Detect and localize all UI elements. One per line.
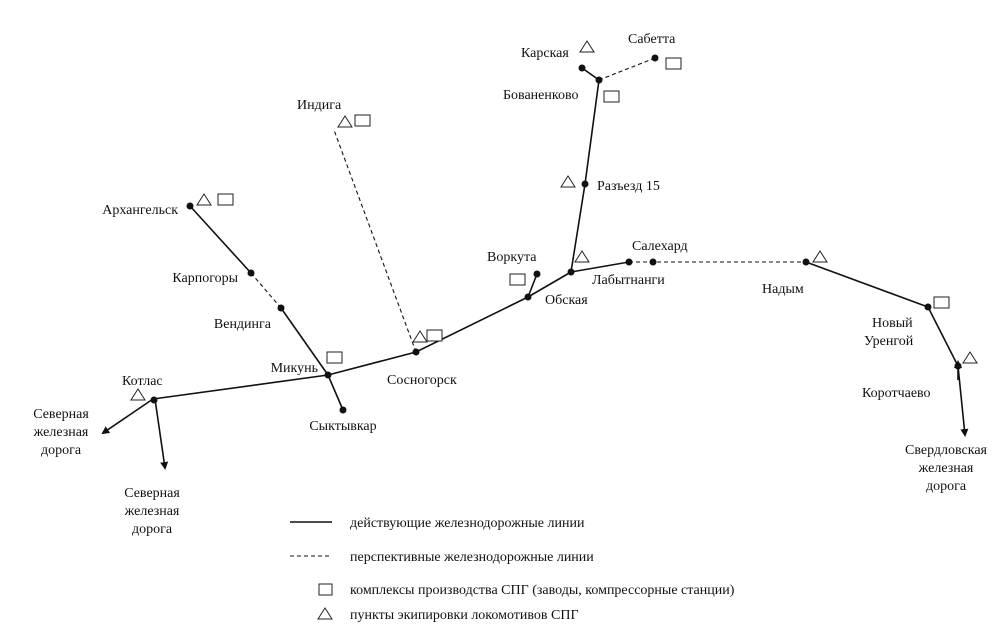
label-kotlas: Котлас	[122, 374, 163, 389]
square-icon	[318, 583, 333, 596]
label-sosnogorsk: Сосногорск	[387, 373, 457, 388]
line-vorkuta-branch	[527, 273, 538, 298]
label-syktyvkar: Сыктывкар	[309, 419, 376, 434]
node-sosnogorsk	[412, 348, 420, 356]
label-north-west-3: дорога	[41, 443, 82, 458]
node-arkhangelsk	[186, 202, 194, 210]
node-obskaya	[524, 293, 532, 301]
label-vendinga: Вендинга	[214, 317, 272, 332]
square-icon	[326, 351, 343, 364]
arrow-sverdlovsk	[957, 365, 969, 437]
node-razezd15	[581, 180, 589, 188]
line-kotlas-mikun	[152, 374, 329, 400]
node-salekhard-east	[649, 258, 657, 266]
triangle-icon	[812, 250, 828, 263]
label-razezd15: Разъезд 15	[597, 179, 660, 194]
lng-plant-symbols	[217, 57, 950, 364]
node-mikun	[324, 371, 332, 379]
square-icon	[426, 329, 443, 342]
label-north-south-3: дорога	[132, 522, 173, 537]
node-vendinga	[277, 304, 285, 312]
node-vorkuta	[533, 270, 541, 278]
legend-planned-label: перспективные железнодорожные линии	[350, 550, 594, 565]
label-karskaya: Карская	[521, 46, 569, 61]
triangle-icon	[574, 250, 590, 263]
legend-operating-label: действующие железнодорожные линии	[350, 516, 585, 531]
node-karskaya	[578, 64, 586, 72]
station-labels: Котлас Архангельск Карпогоры Вендинга Ми…	[102, 32, 930, 434]
arrow-north-west	[101, 398, 154, 435]
legend-lng-fueling-label: пункты экипировки локомотивов СПГ	[350, 608, 579, 623]
triangle-icon	[962, 351, 978, 364]
square-icon	[665, 57, 682, 70]
node-sabetta	[651, 54, 659, 62]
label-korotchaevo: Коротчаево	[862, 386, 931, 401]
label-novy-urengoy-line1: Новый	[872, 316, 913, 331]
label-indiga: Индига	[297, 98, 342, 113]
node-syktyvkar	[339, 406, 347, 414]
label-north-south-2: железная	[124, 504, 180, 519]
lng-fueling-symbols	[130, 40, 978, 401]
planned-karpogory-vendinga	[250, 272, 282, 309]
line-labytnangi-salekhard	[570, 261, 630, 273]
node-korotchaevo	[954, 362, 962, 370]
direction-labels: Северная железная дорога Северная железн…	[33, 407, 988, 537]
label-mikun: Микунь	[271, 361, 318, 376]
triangle-icon	[579, 40, 595, 53]
legend-lng-plants-label: комплексы производства СПГ (заводы, комп…	[350, 583, 735, 598]
triangle-icon	[412, 330, 428, 343]
label-salekhard: Салехард	[632, 239, 688, 254]
planned-bovanenkovo-sabetta	[598, 57, 656, 81]
planned-lines	[250, 57, 806, 353]
label-north-south-1: Северная	[124, 486, 180, 501]
label-karpogory: Карпогоры	[172, 271, 238, 286]
triangle-icon	[196, 193, 212, 206]
operating-lines	[101, 67, 969, 470]
label-north-west-1: Северная	[33, 407, 89, 422]
label-sabetta: Сабетта	[628, 32, 676, 47]
label-sverdlovsk-2: железная	[918, 461, 974, 476]
line-vendinga-mikun	[280, 307, 329, 376]
line-arkhangelsk-karpogory	[189, 205, 252, 274]
line-obskaya-bovanenkovo	[570, 67, 600, 273]
label-sverdlovsk-1: Свердловская	[905, 443, 988, 458]
square-icon	[217, 193, 234, 206]
square-icon	[354, 114, 371, 127]
line-mikun-labytnangi	[327, 271, 572, 376]
label-vorkuta: Воркута	[487, 250, 537, 265]
node-labytnangi	[567, 268, 575, 276]
node-kotlas	[150, 396, 158, 404]
triangle-icon	[337, 115, 353, 128]
label-nadym: Надым	[762, 282, 804, 297]
label-arkhangelsk: Архангельск	[102, 203, 178, 218]
label-obskaya: Обская	[545, 293, 588, 308]
triangle-icon	[130, 388, 146, 401]
station-nodes	[150, 54, 962, 414]
legend: действующие железнодорожные линии перспе…	[290, 516, 735, 623]
square-icon	[933, 296, 950, 309]
line-nadym-korotchaevo	[805, 261, 959, 367]
node-karpogory	[247, 269, 255, 277]
label-north-west-2: железная	[33, 425, 89, 440]
square-icon	[603, 90, 620, 103]
planned-sosnogorsk-indiga	[333, 129, 417, 353]
label-bovanenkovo: Бованенково	[503, 88, 578, 103]
label-novy-urengoy-line2: Уренгой	[864, 334, 914, 349]
node-novy-urengoy	[924, 303, 932, 311]
triangle-icon	[560, 175, 576, 188]
label-sverdlovsk-3: дорога	[926, 479, 967, 494]
label-labytnangi: Лабытнанги	[592, 273, 665, 288]
line-mikun-syktyvkar	[327, 374, 344, 411]
node-bovanenkovo	[595, 76, 603, 84]
arrow-north-south	[154, 398, 169, 470]
node-nadym	[802, 258, 810, 266]
triangle-icon	[317, 607, 333, 620]
node-salekhard	[625, 258, 633, 266]
square-icon	[509, 273, 526, 286]
